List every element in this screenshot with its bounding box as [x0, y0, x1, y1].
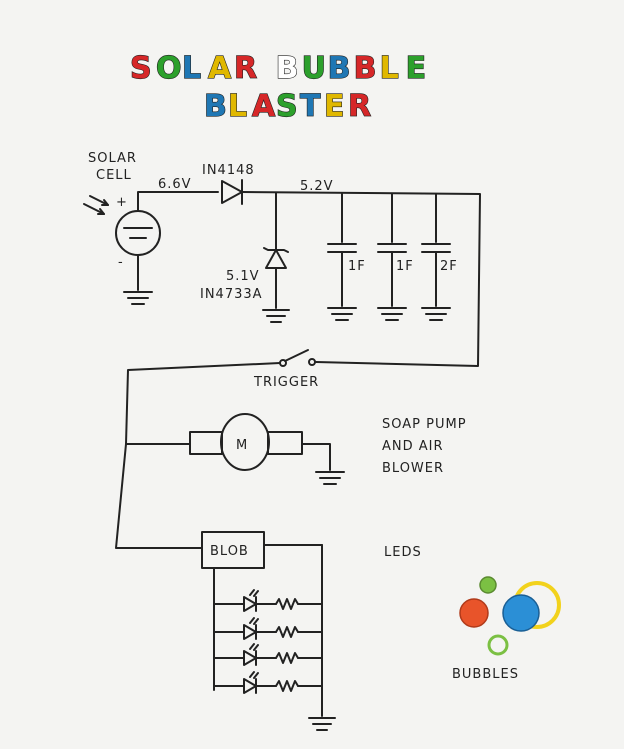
svg-text:M: M	[236, 438, 248, 453]
diode-label: IN4148	[202, 163, 255, 178]
zener-diode-symbol	[263, 247, 289, 269]
title-letter: R	[348, 89, 371, 124]
bubbles-illustration	[459, 576, 561, 656]
title-letter: E	[406, 51, 427, 86]
title-letter: A	[252, 89, 276, 124]
capacitor-3	[421, 193, 451, 321]
title-letter: B	[328, 51, 351, 86]
led-icon	[243, 650, 257, 666]
solar-cell-label-2: CELL	[96, 168, 132, 183]
title-letter: E	[324, 89, 345, 124]
capacitor-3-label: 2F	[440, 259, 458, 274]
solar-cell-symbol: + -	[83, 195, 161, 270]
title-letter: S	[276, 89, 298, 124]
capacitor-2	[377, 193, 407, 321]
trigger-label: TRIGGER	[253, 375, 319, 390]
capacitor-1-label: 1F	[348, 259, 366, 274]
input-voltage-label: 6.6V	[158, 177, 192, 192]
leds-label: LEDS	[384, 545, 422, 560]
title-letter: T	[300, 89, 321, 124]
title-letter: O	[156, 51, 182, 86]
resistor-icon	[275, 598, 299, 610]
title-letter: B	[276, 51, 299, 86]
capacitor-1	[327, 193, 357, 321]
led-array	[213, 589, 323, 694]
resistor-icon	[275, 680, 299, 692]
zener-part-label: IN4733A	[200, 287, 263, 302]
title-letter: L	[182, 51, 201, 86]
rail-voltage-label: 5.2V	[300, 179, 334, 194]
title-letter: S	[130, 51, 152, 86]
blob-label: BLOB	[210, 544, 249, 559]
title-letter: L	[380, 51, 399, 86]
title-letter: B	[354, 51, 377, 86]
trigger-switch	[279, 349, 316, 367]
pump-label-1: SOAP PUMP	[382, 417, 467, 432]
led-icon	[243, 678, 257, 694]
led-icon	[243, 596, 257, 612]
pump-label-3: BLOWER	[382, 461, 444, 476]
resistor-icon	[275, 626, 299, 638]
bubbles-label: BUBBLES	[452, 667, 519, 682]
solar-cell-label-1: SOLAR	[88, 151, 137, 166]
svg-text:-: -	[118, 255, 124, 270]
led-icon	[243, 624, 257, 640]
capacitor-2-label: 1F	[396, 259, 414, 274]
title-letter: U	[302, 51, 326, 86]
title-letter: A	[208, 51, 232, 86]
svg-text:+: +	[116, 195, 128, 210]
diode-symbol	[221, 179, 243, 205]
title-letter: B	[204, 89, 227, 124]
pump-label-2: AND AIR	[382, 439, 444, 454]
blob-chip	[201, 531, 265, 569]
ground-symbol	[262, 309, 290, 323]
title-letter: R	[234, 51, 257, 86]
title-letter: L	[228, 89, 247, 124]
resistor-icon	[275, 652, 299, 664]
motor-symbol: M	[189, 413, 303, 471]
zener-voltage-label: 5.1V	[226, 269, 260, 284]
ground-symbol	[123, 291, 153, 305]
ground-symbol	[308, 717, 336, 731]
ground-symbol	[315, 471, 345, 485]
